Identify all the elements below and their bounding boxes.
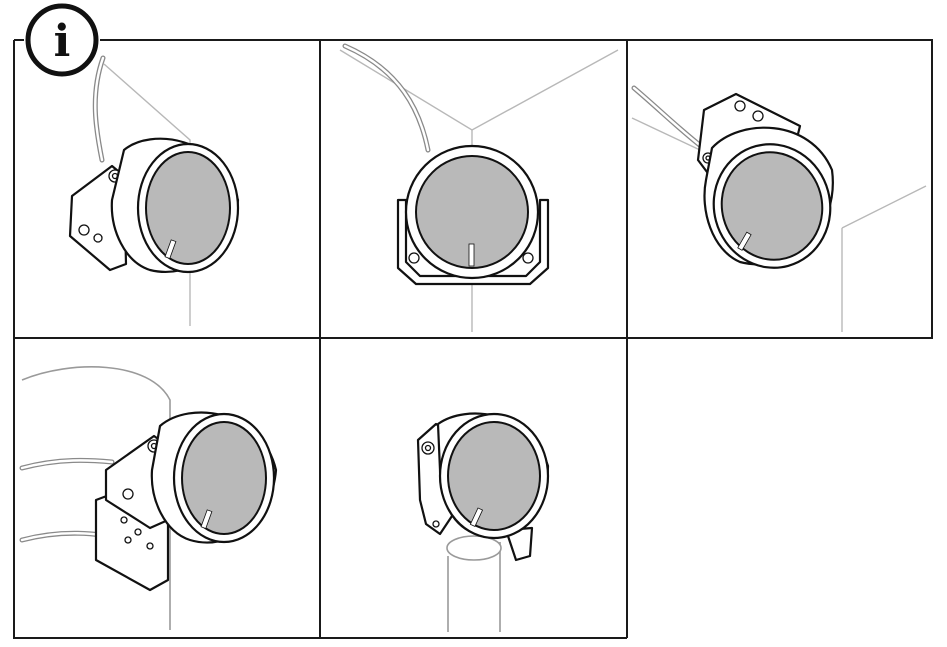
pole-top-mount-illustration (416, 412, 550, 632)
ceiling-mount-illustration (631, 85, 927, 332)
info-icon: i (25, 3, 99, 77)
pole-clamp-mount-illustration (19, 366, 278, 630)
corner-mount-illustration (339, 43, 619, 332)
info-symbol: i (54, 16, 71, 67)
wall-side-mount-illustration (68, 55, 240, 326)
panel-grid (13, 39, 933, 639)
